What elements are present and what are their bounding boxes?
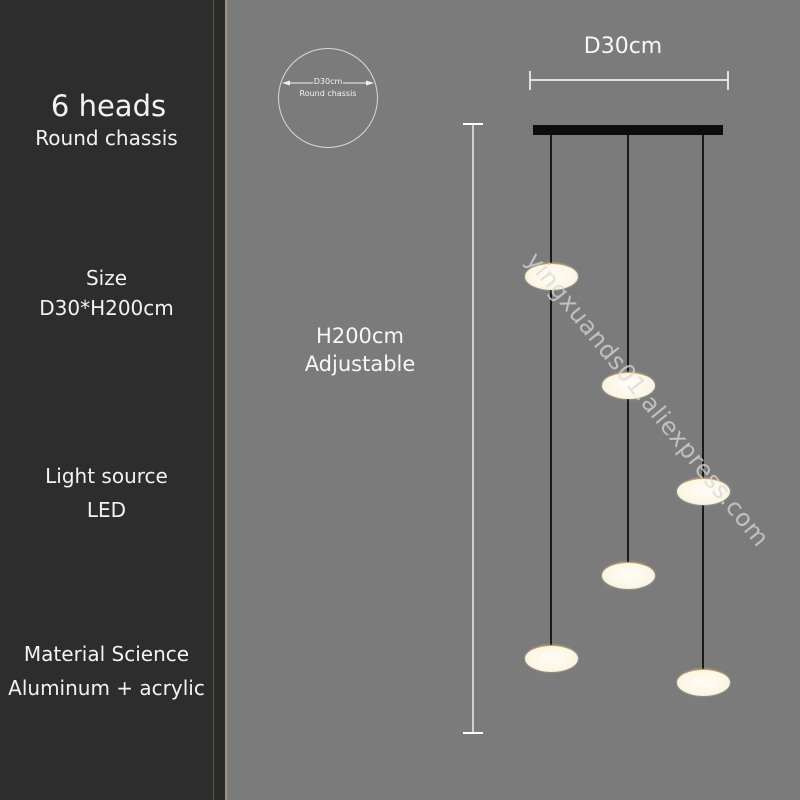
panel-divider-strip xyxy=(214,0,225,800)
round-chassis-icon xyxy=(278,48,378,148)
heads-subtitle: Round chassis xyxy=(35,126,178,150)
specs-panel xyxy=(0,0,213,800)
lamp-head xyxy=(525,263,578,290)
suspension-wire xyxy=(627,135,629,573)
heads-title: 6 heads xyxy=(50,89,167,123)
chassis-diameter-label: D30cm xyxy=(278,77,378,87)
spec-size: Size D30*H200cm xyxy=(0,263,213,323)
material-value: Aluminum + acrylic xyxy=(8,676,205,700)
size-value: D30*H200cm xyxy=(39,296,174,320)
height-dimension-label: H200cm Adjustable xyxy=(290,322,430,378)
chassis-shape-label: Round chassis xyxy=(299,89,357,98)
panel-divider xyxy=(213,0,214,800)
suspension-wire xyxy=(550,135,552,655)
lamp-head xyxy=(602,372,655,399)
spec-material: Material Science Aluminum + acrylic xyxy=(0,637,213,705)
chassis-diameter-text: D30cm xyxy=(312,77,344,86)
light-source-value: LED xyxy=(86,498,127,522)
panel-divider-accent xyxy=(225,0,227,800)
spec-heads: 6 heads Round chassis xyxy=(0,88,213,152)
light-source-label: Light source xyxy=(45,464,168,488)
material-label: Material Science xyxy=(23,642,190,666)
lamp-head xyxy=(525,645,578,672)
spec-light-source: Light source LED xyxy=(0,459,213,527)
lamp-head xyxy=(677,669,730,696)
lamp-head xyxy=(677,478,730,505)
width-dimension-line xyxy=(529,71,729,90)
size-label: Size xyxy=(85,266,128,290)
suspension-wire xyxy=(702,135,704,680)
width-dimension-label: D30cm xyxy=(583,34,663,59)
height-dimension-line xyxy=(463,123,483,734)
height-note: Adjustable xyxy=(304,352,416,376)
lamp-head xyxy=(602,562,655,589)
height-value: H200cm xyxy=(316,324,404,348)
ceiling-canopy xyxy=(533,125,723,135)
